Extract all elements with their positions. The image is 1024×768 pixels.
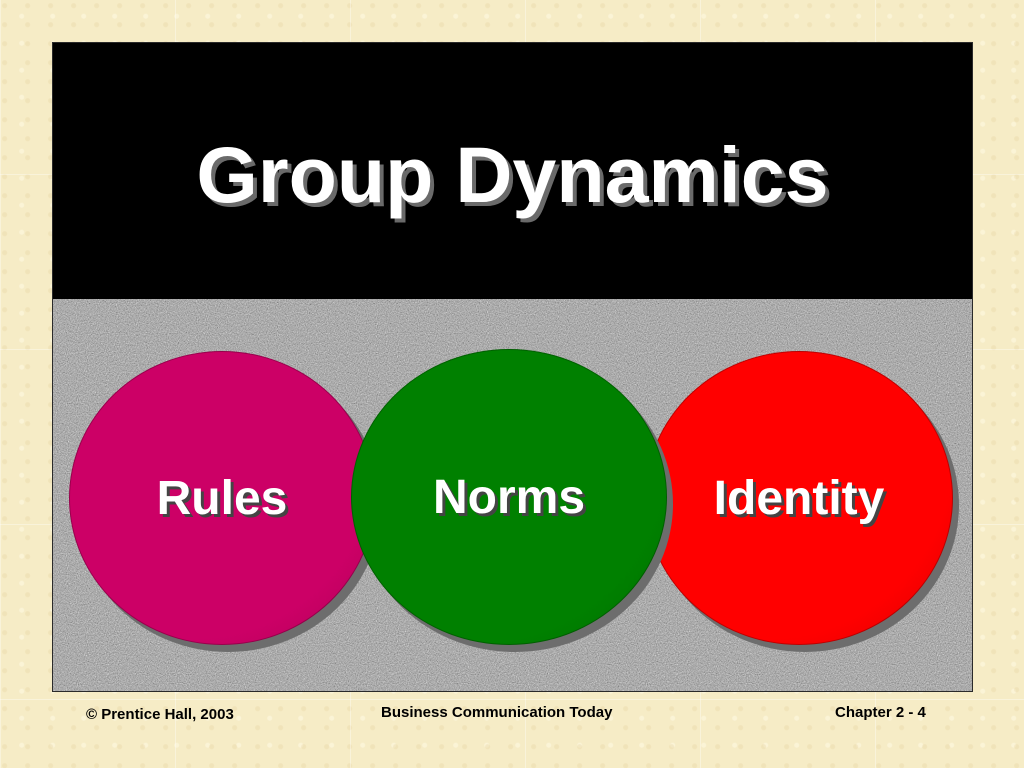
title-bar: Group Dynamics bbox=[53, 43, 972, 299]
footer-book-title: Business Communication Today bbox=[381, 704, 613, 721]
footer-page-number: Chapter 2 - 4 bbox=[835, 704, 926, 721]
rules-circle: Rules bbox=[69, 351, 375, 645]
norms-label: Norms bbox=[432, 470, 586, 524]
rules-label: Rules bbox=[156, 471, 288, 525]
identity-circle: Identity bbox=[645, 351, 953, 645]
norms-circle: Norms bbox=[351, 349, 667, 645]
identity-label: Identity bbox=[713, 471, 885, 525]
slide-title: Group Dynamics bbox=[196, 130, 829, 219]
slide-frame: Group Dynamics Rules Identity Norms bbox=[52, 42, 973, 692]
granite-panel: Rules Identity Norms bbox=[53, 299, 972, 691]
footer-copyright: © Prentice Hall, 2003 bbox=[86, 706, 234, 723]
